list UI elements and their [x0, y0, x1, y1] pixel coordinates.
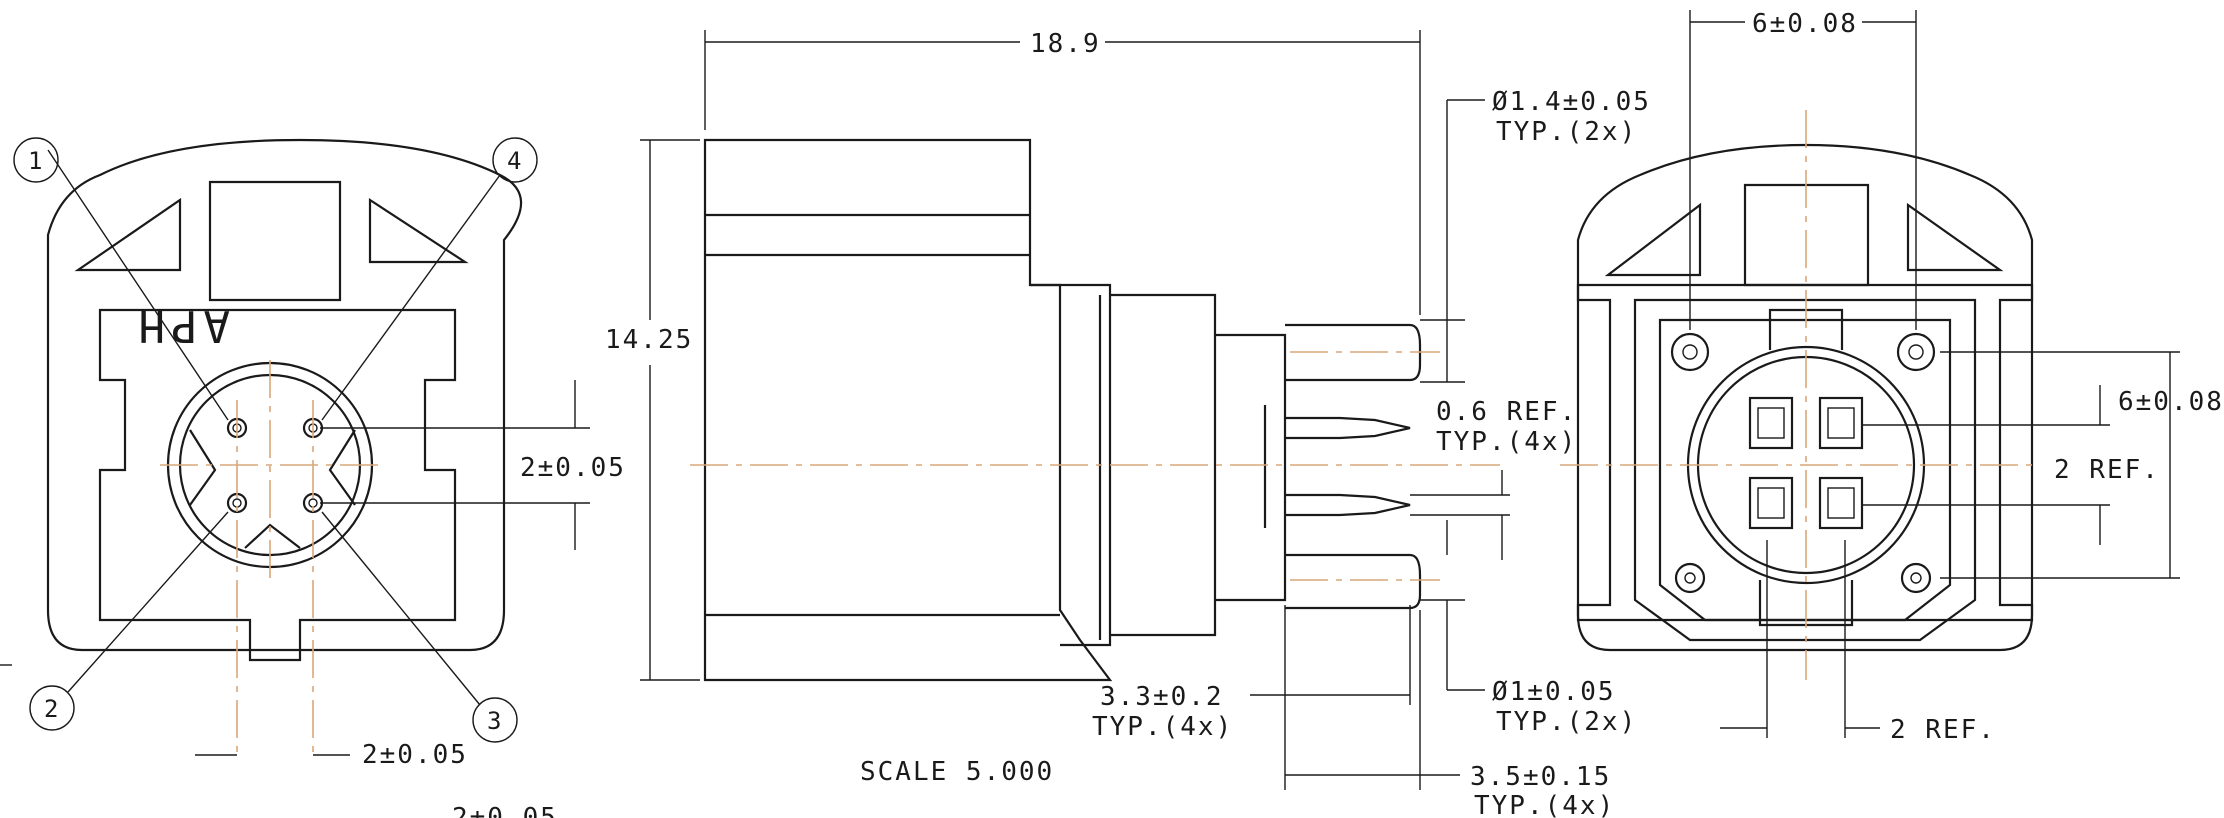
scale-label: SCALE 5.000 [860, 757, 1054, 787]
balloon-4-label: 4 [507, 147, 521, 175]
side-pin-lower [1285, 553, 1422, 610]
rear-contact-1 [1748, 396, 1794, 450]
rear-window-left [1604, 202, 1702, 277]
rear-top-label: 6±0.08 [1752, 9, 1858, 39]
rear-outline [1576, 143, 2034, 652]
pin-dia-typ: TYP.(2x) [1496, 117, 1637, 147]
front-flange [98, 308, 457, 662]
rear-contact-4-inner [1827, 407, 1855, 439]
pin-dia-label: Ø1.4±0.05 [1492, 87, 1651, 117]
leader-2 [67, 511, 229, 693]
front-key-bottom [244, 523, 301, 549]
side-contact-lower [1285, 493, 1411, 517]
rear-mount-hole-bl [1674, 562, 1706, 594]
small-pin-dia-typ: TYP.(2x) [1496, 707, 1637, 737]
rear-mount-hole-bl-center [1684, 572, 1696, 584]
balloon-4 [492, 137, 538, 183]
front-view: 2±0.05 2±0.05 2±0.05 APH 1 4 2 3 [0, 137, 626, 818]
rear-ref-right-label: 2 REF. [2054, 455, 2160, 485]
balloon-1 [13, 137, 59, 183]
height-label: 14.25 [605, 325, 693, 355]
rear-plate [1576, 283, 2034, 622]
front-pitch-h-label: 2±0.05 [362, 740, 468, 770]
balloon-3-label: 3 [487, 707, 501, 735]
rear-mount-hole-tr-center [1908, 344, 1924, 360]
balloon-2 [29, 685, 75, 731]
logo-text: APH [133, 300, 230, 351]
small-pin-dia-label: Ø1±0.05 [1492, 677, 1616, 707]
rear-contact-1-inner [1757, 407, 1785, 439]
balloon-1-label: 1 [28, 147, 42, 175]
front-key-left [189, 429, 217, 506]
side-view: 18.9 14.25 Ø1.4±0.05 TYP.(2x) 0.6 REF. T… [605, 29, 1651, 818]
len-35-label: 3.5±0.15 [1470, 762, 1611, 792]
leader-1 [47, 149, 229, 421]
side-body [703, 138, 1113, 682]
rear-contact-4 [1818, 396, 1864, 450]
rear-flange-inner [1658, 318, 1952, 622]
len-33-label: 3.3±0.2 [1100, 682, 1224, 712]
side-tip [1215, 333, 1287, 602]
front-pin-3-center [308, 498, 318, 508]
rear-mount-hole-br [1900, 562, 1932, 594]
front-key-right [328, 429, 356, 506]
balloon-2-label: 2 [44, 695, 58, 723]
rear-mount-hole-tl-center [1682, 344, 1698, 360]
rear-mount-hole-tr [1896, 332, 1936, 372]
rear-contact-2 [1748, 476, 1794, 530]
rear-flange [1633, 298, 1977, 642]
leader-4 [321, 174, 501, 421]
ref-06-typ: TYP.(4x) [1436, 427, 1577, 457]
front-pin-2-center [232, 498, 242, 508]
rear-view: 6±0.08 6±0.08 2 REF. 2 REF. [1560, 9, 2224, 745]
rear-contact-2-inner [1757, 487, 1785, 519]
overall-width-label: 18.9 [1030, 29, 1101, 59]
balloon-3 [472, 697, 518, 743]
rear-ref-bottom-label: 2 REF. [1890, 715, 1996, 745]
side-nose [1110, 293, 1217, 637]
front-pitch-h-label-2: 2±0.05 [452, 803, 558, 818]
side-contact-upper [1285, 416, 1411, 440]
front-outline [46, 138, 523, 652]
rear-window-right [1906, 202, 2004, 272]
front-key-slot [208, 180, 342, 302]
front-window-right [368, 197, 469, 264]
rear-contact-3 [1818, 476, 1864, 530]
front-window-left [74, 197, 182, 272]
rear-mount-hole-tl [1670, 332, 1710, 372]
front-pitch-v-label: 2±0.05 [520, 453, 626, 483]
rear-contact-3-inner [1827, 487, 1855, 519]
rear-right-label: 6±0.08 [2118, 387, 2224, 417]
rear-mount-hole-br-center [1910, 572, 1922, 584]
ref-06-label: 0.6 REF. [1436, 397, 1577, 427]
side-pin-upper [1285, 323, 1422, 382]
leader-3 [321, 511, 481, 706]
len-33-typ: TYP.(4x) [1092, 712, 1233, 742]
len-35-typ: TYP.(4x) [1474, 791, 1615, 818]
